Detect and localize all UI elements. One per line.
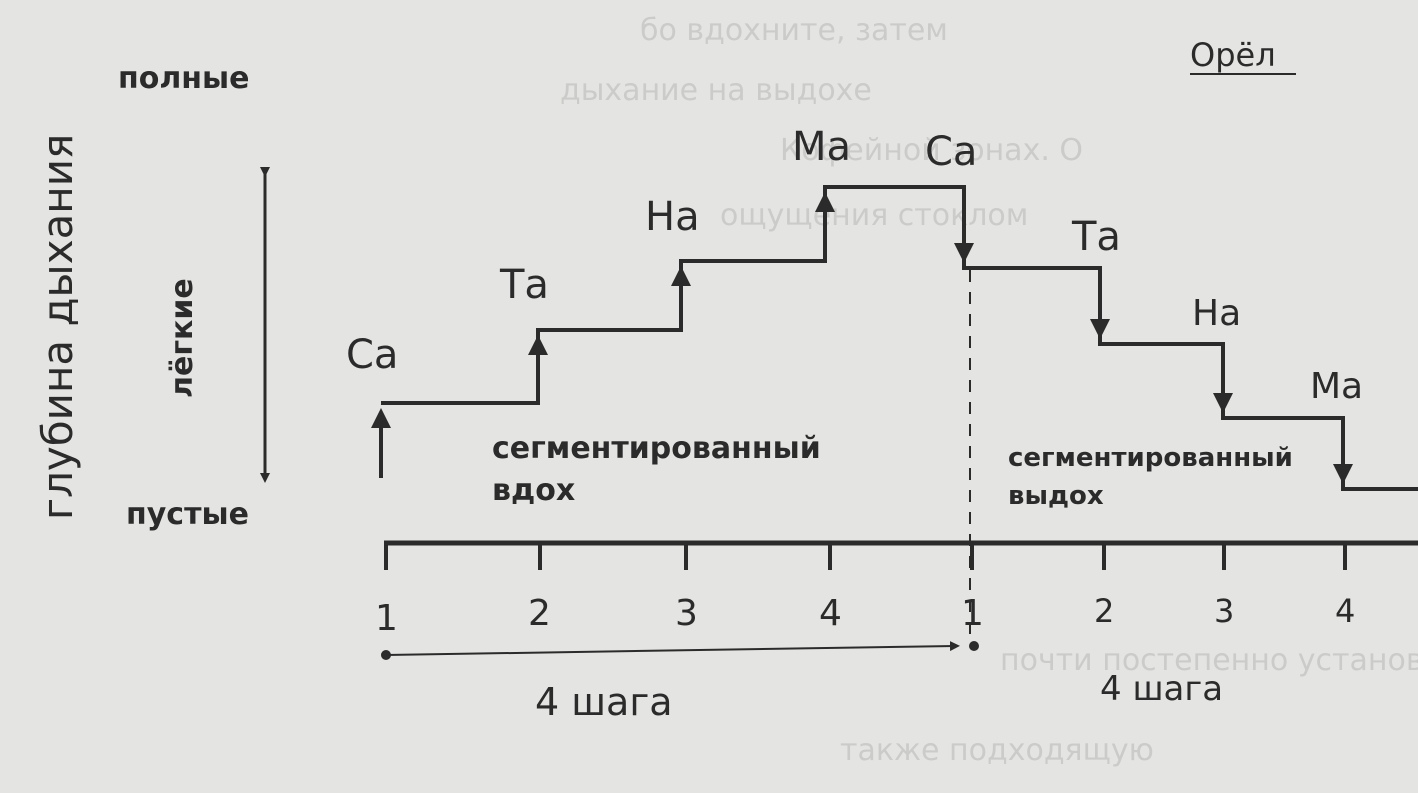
- syllable-exhale-2: Та: [1071, 214, 1121, 260]
- exhale-phase-line2: выдох: [1008, 481, 1104, 511]
- steps-arrow: [385, 641, 960, 656]
- steps-arrow-second-dot: [969, 641, 979, 651]
- tick-label: 4: [819, 593, 842, 634]
- tick-label: 2: [528, 593, 551, 634]
- timeline-ticks: [384, 543, 1347, 570]
- tick-label: 1: [375, 598, 398, 639]
- syllable-inhale-2: Та: [499, 262, 549, 308]
- tick-label: 3: [675, 593, 698, 634]
- svg-text:бо вдохните, затем: бо вдохните, затем: [640, 13, 948, 48]
- inhale-phase-line1: сегментированный: [492, 431, 821, 466]
- tick-label: 3: [1214, 592, 1234, 630]
- svg-text:Кофейной зонах. О: Кофейной зонах. О: [780, 133, 1083, 168]
- top-label: полные: [118, 61, 250, 96]
- bottom-label: пустые: [126, 497, 249, 532]
- svg-text:также подходящую: также подходящую: [840, 733, 1154, 768]
- syllable-inhale-4: Ма: [792, 124, 851, 170]
- tick-label: 2: [1094, 592, 1114, 630]
- svg-text:почти постепенно установления: почти постепенно установления: [1000, 643, 1418, 678]
- inhale-phase-line2: вдох: [492, 473, 575, 508]
- background-bleed-text: бо вдохните, затем дыхание на выдохе Коф…: [560, 13, 1418, 768]
- syllable-inhale-3: На: [645, 194, 700, 240]
- vertical-axis-label: глубина дыхания: [33, 134, 82, 520]
- syllable-exhale-4: Ма: [1310, 366, 1363, 407]
- steps-label-first: 4 шага: [535, 680, 673, 724]
- syllable-exhale-1: Са: [925, 129, 977, 175]
- tick-label: 1: [961, 593, 984, 634]
- exhale-phase-line1: сегментированный: [1008, 443, 1293, 473]
- syllable-inhale-1: Са: [346, 332, 398, 378]
- middle-label: лёгкие: [165, 278, 200, 398]
- syllable-exhale-3: На: [1192, 293, 1241, 334]
- page-title: Орёл: [1190, 36, 1276, 74]
- svg-text:ощущения стоклом: ощущения стоклом: [720, 198, 1028, 233]
- svg-text:дыхание на выдохе: дыхание на выдохе: [560, 73, 872, 108]
- tick-label: 4: [1335, 592, 1355, 630]
- steps-label-second: 4 шага: [1100, 669, 1223, 709]
